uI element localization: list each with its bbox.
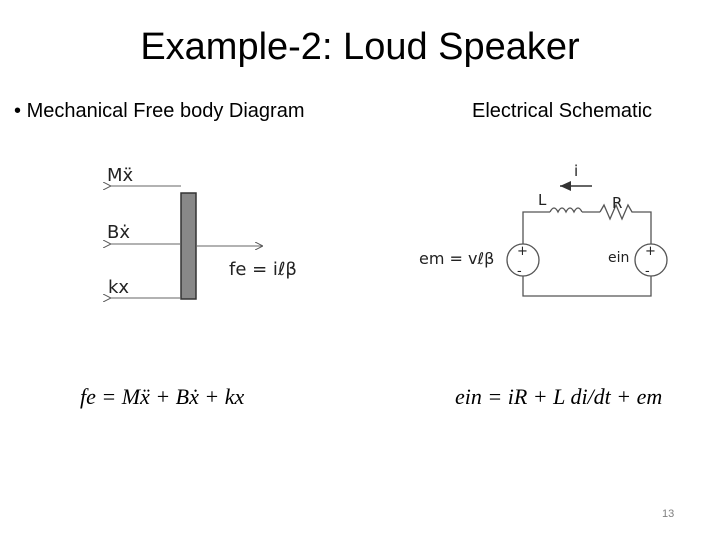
inductor-coil xyxy=(549,207,583,214)
current-arrowhead xyxy=(560,181,571,191)
slide-title: Example-2: Loud Speaker xyxy=(140,26,580,68)
electrical-heading: Electrical Schematic xyxy=(472,100,653,122)
bullet-marker: • xyxy=(14,100,22,122)
resistor-label: R xyxy=(612,194,622,212)
damping-force-label: Bẋ xyxy=(107,222,130,243)
back-emf-plus-icon: + xyxy=(517,244,528,259)
wire-top-left xyxy=(522,211,550,244)
free-body-diagram: Mẍ Bẋ kx fe = iℓβ xyxy=(107,165,297,299)
mechanical-heading-text: Mechanical Free body Diagram xyxy=(26,100,305,122)
input-source-label: ein xyxy=(608,250,629,266)
wire-top-right xyxy=(636,211,652,244)
electrical-equation: ein = iR + L di/dt + em xyxy=(455,384,662,409)
current-label: i xyxy=(574,162,578,180)
back-emf-label: em = vℓβ xyxy=(419,249,494,268)
back-emf-minus-icon: - xyxy=(517,264,522,279)
input-source-minus-icon: - xyxy=(645,264,650,279)
resistor-zigzag xyxy=(599,203,636,221)
mechanical-heading: • Mechanical Free body Diagram xyxy=(14,100,304,123)
back-emf-source xyxy=(506,243,540,277)
applied-force-label: fe = iℓβ xyxy=(229,259,297,280)
mechanical-equation: fe = Mẍ + Bẋ + kx xyxy=(80,384,244,409)
wire-bottom xyxy=(522,276,652,297)
spring-force-label: kx xyxy=(108,277,129,298)
electrical-schematic: + - + - i L R em = vℓβ ein xyxy=(419,162,668,297)
mass-block xyxy=(180,192,197,300)
input-voltage-source xyxy=(634,243,668,277)
input-source-plus-icon: + xyxy=(645,244,656,259)
inductor-label: L xyxy=(538,191,547,209)
page-number: 13 xyxy=(662,508,675,520)
inertia-force-label: Mẍ xyxy=(107,165,134,186)
